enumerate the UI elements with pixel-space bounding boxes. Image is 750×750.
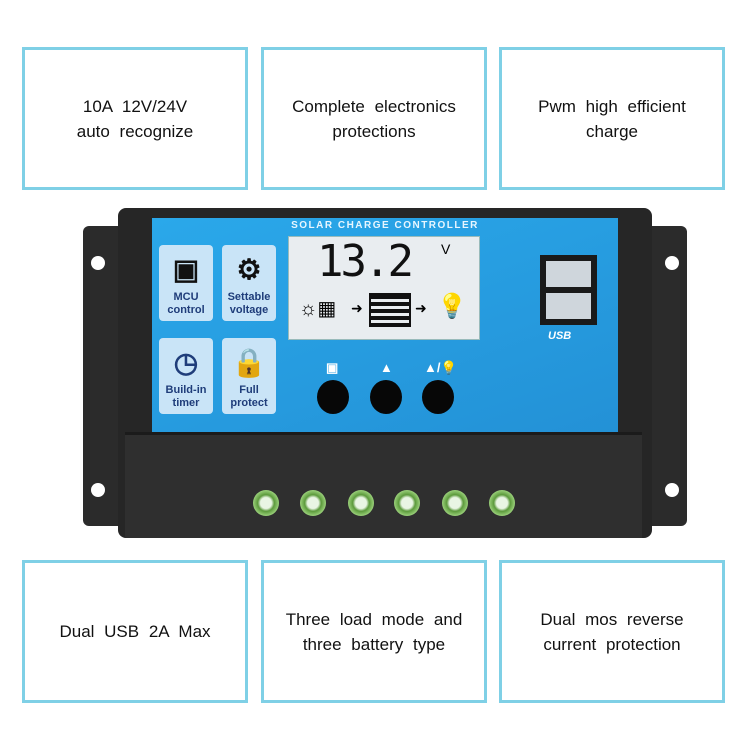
feature-box-pwm: Pwm high efficient charge (499, 47, 725, 190)
usb-label: USB (548, 330, 572, 342)
clock-icon: ◷ (173, 347, 199, 378)
battery-icon (369, 293, 411, 327)
usb-port[interactable] (546, 293, 591, 319)
feature-box-reverse-protection: Dual mos reverse current protection (499, 560, 725, 703)
chip-icon: ▣ (172, 254, 200, 285)
tile-label: MCU (173, 291, 199, 303)
arrow-icon: ➜ (351, 300, 363, 316)
feature-text: charge (586, 121, 638, 141)
tile-label: Build-in (165, 384, 207, 396)
tile-label: control (167, 304, 205, 316)
terminal-screw (300, 490, 326, 516)
feature-text: current protection (543, 634, 681, 654)
feature-box-load-mode: Three load mode and three battery type (261, 560, 487, 703)
menu-icon: ▣ (326, 360, 339, 375)
feature-text: 10A 12V/24V (82, 96, 188, 116)
feature-text: Dual USB 2A Max (59, 622, 211, 641)
gear-icon: ⚙ (236, 254, 262, 285)
terminal-screw (489, 490, 515, 516)
terminal-screw (394, 490, 420, 516)
load-button[interactable] (422, 380, 454, 414)
feature-text: protections (332, 121, 416, 141)
feature-text: three battery type (302, 634, 446, 654)
terminal-screw (253, 490, 279, 516)
feature-text: auto recognize (76, 121, 194, 141)
bulb-icon: 💡 (437, 293, 467, 320)
feature-text: Pwm high efficient (538, 96, 686, 116)
tile-label: Settable (227, 291, 271, 303)
mount-hole (665, 483, 679, 497)
menu-button[interactable] (317, 380, 349, 414)
blue-panel: SOLAR CHARGE CONTROLLER 13.2 V ☼▦ ➜ ➜ 💡 … (152, 218, 618, 434)
feature-box-auto-recognize: 10A 12V/24V auto recognize (22, 47, 248, 190)
mount-hole (91, 256, 105, 270)
up-button[interactable] (370, 380, 402, 414)
terminal-screw (442, 490, 468, 516)
up-load-icon: ▲/💡 (424, 360, 457, 375)
device-title: SOLAR CHARGE CONTROLLER (291, 220, 479, 231)
usb-ports[interactable] (540, 255, 597, 325)
feature-text: Complete electronics (292, 96, 456, 116)
mount-hole (665, 256, 679, 270)
terminal-screw (348, 490, 374, 516)
feature-box-dual-usb: Dual USB 2A Max (22, 560, 248, 703)
feature-box-protections: Complete electronics protections (261, 47, 487, 190)
feature-text: Three load mode and (285, 609, 463, 629)
tile-label: protect (230, 397, 268, 409)
mount-hole (91, 483, 105, 497)
tile-label: voltage (229, 304, 269, 316)
lock-icon: 🔒 (231, 347, 267, 378)
up-icon: ▲ (380, 360, 393, 375)
lcd-unit: V (441, 241, 451, 257)
arrow-icon: ➜ (415, 300, 427, 316)
lcd-voltage: 13.2 (317, 236, 414, 287)
tile-label: timer (172, 397, 200, 409)
lcd-display: 13.2 V ☼▦ ➜ ➜ 💡 (288, 236, 480, 340)
terminal-block (125, 432, 642, 538)
feature-text: Dual mos reverse (540, 609, 684, 629)
tile-label: Full (239, 384, 259, 396)
solar-panel-icon: ☼▦ (299, 298, 337, 320)
usb-port[interactable] (546, 261, 591, 287)
